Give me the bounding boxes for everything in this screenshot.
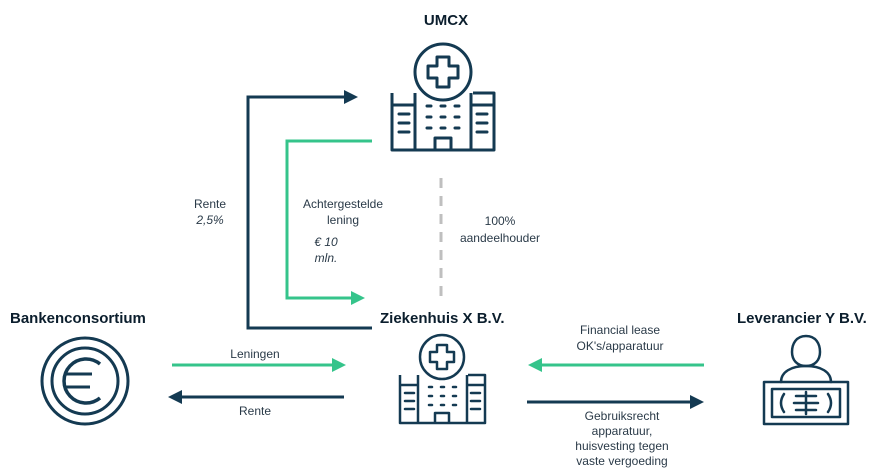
gebruiksrecht-apparatuur-label: apparatuur, bbox=[591, 424, 653, 438]
rente-rate-label: 2,5% bbox=[196, 213, 224, 227]
bank-title: Bankenconsortium bbox=[10, 310, 146, 327]
amount-unit-label: mln. bbox=[314, 251, 338, 265]
financial-lease-arrow bbox=[528, 358, 704, 372]
gebruiksrecht-arrow bbox=[527, 395, 704, 409]
achtergestelde-label: Achtergestelde bbox=[302, 197, 384, 211]
umcx-title: UMCX bbox=[423, 12, 469, 29]
rente-bottom-label: Rente bbox=[238, 404, 272, 418]
lease-object-label: OK's/apparatuur bbox=[576, 339, 664, 353]
gebruiksrecht-label: Gebruiksrecht bbox=[584, 409, 660, 423]
financial-lease-label: Financial lease bbox=[579, 323, 661, 337]
leverancier-title: Leverancier Y B.V. bbox=[737, 310, 867, 327]
lening-label: lening bbox=[326, 213, 360, 227]
amount-label: € 10 bbox=[314, 235, 338, 249]
leningen-arrow bbox=[172, 358, 346, 372]
rente-arrow-to-bank bbox=[168, 390, 344, 404]
rente-arrow-to-umcx bbox=[246, 90, 372, 330]
rente-top-label: Rente bbox=[193, 197, 227, 211]
gebruiksrecht-vergoeding-label: vaste vergoeding bbox=[576, 454, 668, 468]
leningen-label: Leningen bbox=[230, 347, 280, 361]
gebruiksrecht-huisvesting-label: huisvesting tegen bbox=[575, 439, 669, 453]
shareholder-label: aandeelhouder bbox=[459, 231, 541, 245]
ziekenhuis-title: Ziekenhuis X B.V. bbox=[380, 310, 505, 327]
share-percentage-label: 100% bbox=[484, 214, 516, 228]
hospital-icon bbox=[398, 333, 487, 425]
xray-person-icon bbox=[762, 334, 850, 426]
lening-arrow-to-ziekenhuis bbox=[285, 139, 372, 305]
hospital-icon bbox=[390, 42, 496, 152]
euro-coin-icon bbox=[40, 336, 130, 426]
